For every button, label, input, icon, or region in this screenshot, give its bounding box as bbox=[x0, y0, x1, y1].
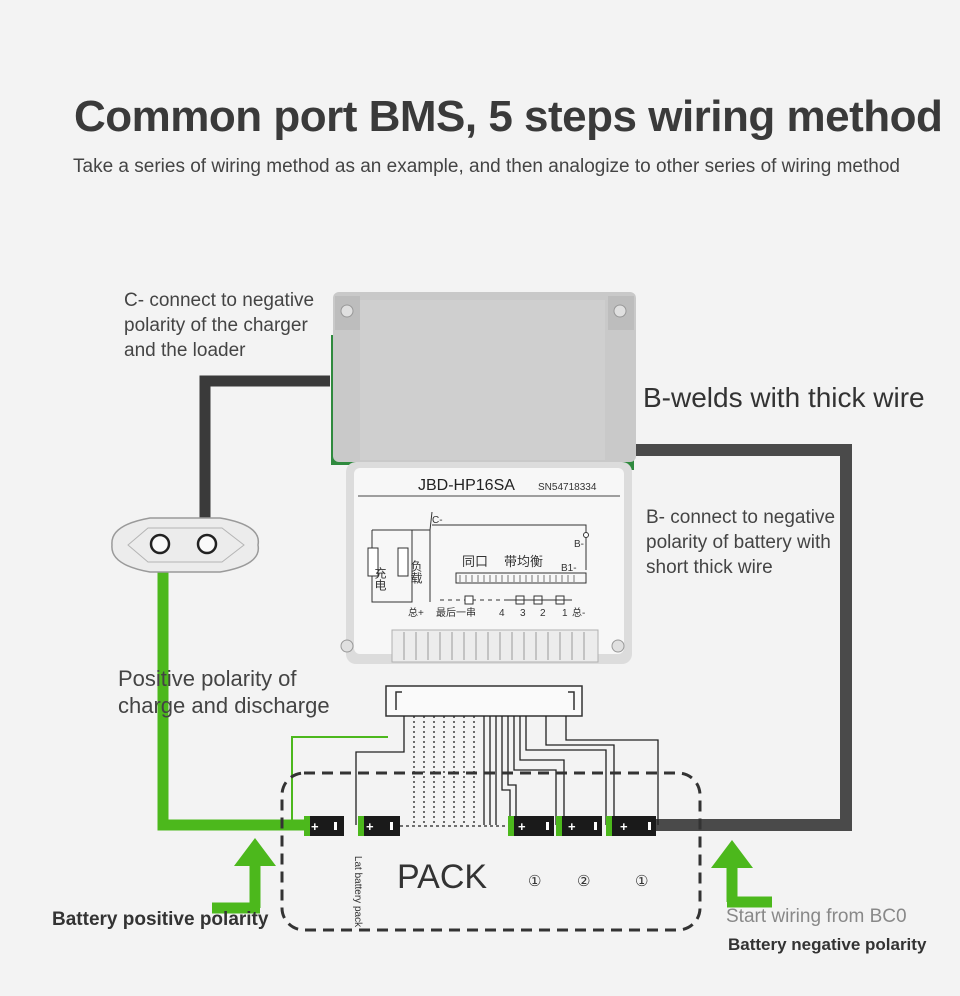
c-minus-label-line: and the loader bbox=[124, 340, 246, 361]
board-last-string: 最后一串 bbox=[436, 607, 476, 619]
c-minus-label: C- connect to negative polarity of the c… bbox=[124, 288, 314, 363]
pack-outline bbox=[280, 771, 702, 932]
board-total-minus: 总- bbox=[572, 606, 585, 619]
positive-up-arrow-icon bbox=[212, 838, 276, 914]
board-num-1: 1 bbox=[562, 608, 568, 619]
negative-up-arrow-icon bbox=[711, 840, 772, 908]
page-subtitle: Take a series of wiring method as an exa… bbox=[73, 156, 900, 177]
lat-battery-pack-label: Lat battery pack bbox=[352, 855, 364, 928]
board-balance: 带均衡 bbox=[504, 554, 543, 569]
battery-cell: + bbox=[606, 816, 656, 836]
board-model: JBD-HP16SA bbox=[418, 477, 515, 494]
c-minus-label-line: polarity of the charger bbox=[124, 315, 308, 336]
cell-number: ② bbox=[577, 873, 591, 890]
svg-text:+: + bbox=[518, 819, 526, 834]
board-num-4: 4 bbox=[499, 608, 505, 619]
balance-wires bbox=[291, 716, 659, 825]
b-minus-label-line: polarity of battery with bbox=[646, 532, 831, 553]
cell-number: ① bbox=[635, 873, 649, 890]
board-num-2: 2 bbox=[540, 608, 546, 619]
positive-label-line: Positive polarity of bbox=[118, 666, 297, 691]
page-title: Common port BMS, 5 steps wiring method bbox=[74, 92, 943, 141]
battery-cell: + bbox=[556, 816, 602, 836]
c-minus-label-line: C- connect to negative bbox=[124, 290, 315, 311]
board-b1-minus: B1- bbox=[561, 563, 577, 574]
battery-cell: + bbox=[508, 816, 554, 836]
svg-text:+: + bbox=[620, 819, 628, 834]
cell-number: ① bbox=[528, 873, 542, 890]
c-minus-wire bbox=[199, 375, 330, 545]
balance-harness-connector bbox=[385, 685, 583, 717]
board-common-port: 同口 bbox=[462, 554, 488, 569]
board-charge-label: 充电 bbox=[373, 566, 387, 591]
board-b-minus: B- bbox=[574, 539, 584, 550]
start-wiring-label: Start wiring from BC0 bbox=[726, 906, 907, 927]
pack-label: PACK bbox=[397, 858, 488, 896]
battery-positive-label: Battery positive polarity bbox=[52, 909, 269, 930]
b-minus-label-line: short thick wire bbox=[646, 557, 773, 578]
b-minus-label-line: B- connect to negative bbox=[646, 507, 836, 528]
svg-text:+: + bbox=[568, 819, 576, 834]
bms-board: JBD-HP16SA SN54718334 C- B- B1- 充电 负载 同口… bbox=[331, 292, 636, 664]
positive-polarity-label: Positive polarity of charge and discharg… bbox=[118, 665, 330, 719]
board-c-minus: C- bbox=[432, 515, 443, 526]
board-total-plus: 总+ bbox=[408, 606, 424, 619]
b-minus-label: B- connect to negative polarity of batte… bbox=[646, 505, 835, 580]
b-welds-label: B-welds with thick wire bbox=[643, 382, 925, 413]
battery-cell: + bbox=[304, 816, 344, 836]
svg-text:+: + bbox=[311, 819, 319, 834]
battery-negative-label: Battery negative polarity bbox=[728, 935, 927, 954]
board-num-3: 3 bbox=[520, 608, 526, 619]
svg-text:+: + bbox=[366, 819, 374, 834]
positive-wire bbox=[157, 545, 306, 831]
board-serial: SN54718334 bbox=[538, 482, 597, 493]
b-minus-wire bbox=[632, 444, 852, 831]
battery-cell: + bbox=[358, 816, 400, 836]
board-load-label: 负载 bbox=[409, 560, 423, 585]
charge-connector-plug bbox=[111, 517, 260, 573]
positive-label-line: charge and discharge bbox=[118, 693, 330, 718]
